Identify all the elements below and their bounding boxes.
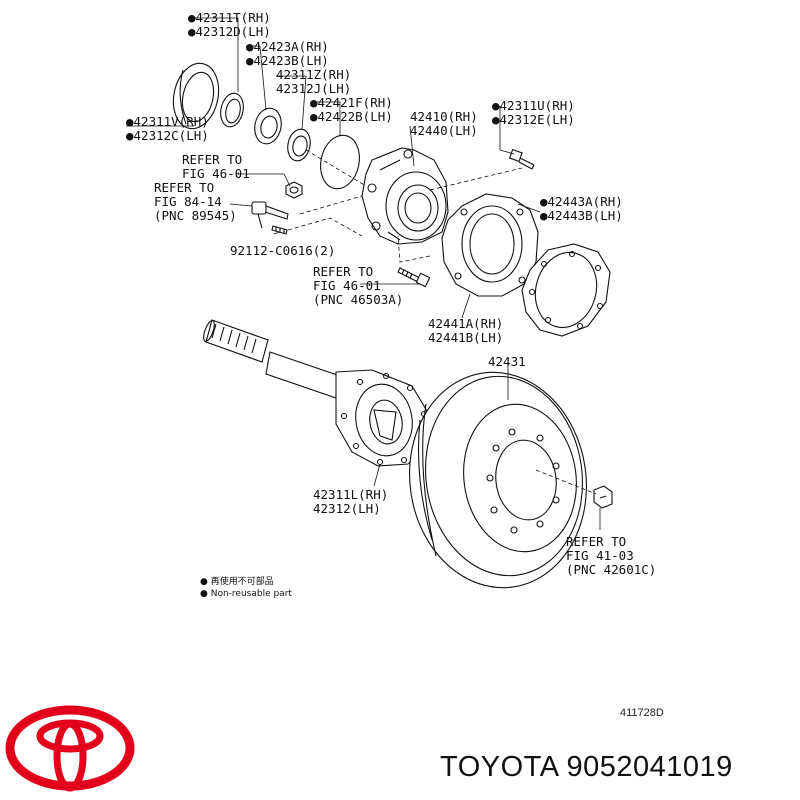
label-42443b: ●42443B(LH): [540, 208, 623, 223]
label-42410: 42410(RH): [410, 109, 478, 124]
label-42440: 42440(LH): [410, 123, 478, 138]
wheel-nut-part: [593, 485, 613, 509]
label-42422b: ●42422B(LH): [310, 109, 393, 124]
dust-cover-part: [441, 193, 539, 297]
refer-label-1a: REFER TO: [182, 152, 242, 167]
legend-english: ● Non-reusable part: [200, 589, 292, 599]
refer-label-2c: (PNC 89545): [154, 208, 237, 223]
label-42431: 42431: [488, 354, 526, 369]
refer-label-4b: FIG 41-03: [566, 548, 634, 563]
hub-bolt-part: [508, 148, 535, 170]
label-92112: 92112-C0616(2): [230, 243, 335, 258]
spacer-part: [287, 128, 311, 162]
label-42311t: ●42311T(RH): [188, 10, 271, 25]
label-42311z: 42311Z(RH): [276, 67, 351, 82]
nut-part: [285, 181, 303, 199]
label-42311v: ●42311V(RH): [126, 114, 209, 129]
label-42423a: ●42423A(RH): [246, 39, 329, 54]
label-42312: 42312(LH): [313, 501, 381, 516]
refer-label-4c: (PNC 42601C): [566, 562, 656, 577]
toyota-logo: [5, 705, 135, 792]
oil-seal-part: [172, 62, 220, 130]
small-bolt-part: [271, 225, 288, 235]
label-42421f: ●42421F(RH): [310, 95, 393, 110]
refer-label-3b: FIG 46-01: [313, 278, 381, 293]
part-number-caption: TOYOTA 9052041019: [440, 751, 733, 783]
refer-label-2a: REFER TO: [154, 180, 214, 195]
refer-label-1b: FIG 46-01: [182, 166, 250, 181]
speed-sensor-part: [251, 201, 289, 229]
legend-japanese: ● 再使用不可部品: [200, 575, 274, 587]
refer-label-3c: (PNC 46503A): [313, 292, 403, 307]
label-42312c: ●42312C(LH): [126, 128, 209, 143]
leader-lines: [126, 17, 601, 530]
label-42423b: ●42423B(LH): [246, 53, 329, 68]
label-42312d: ●42312D(LH): [188, 24, 271, 39]
label-42443a: ●42443A(RH): [540, 194, 623, 209]
refer-label-2b: FIG 84-14: [154, 194, 222, 209]
gasket-part: [521, 243, 611, 337]
label-42441b: 42441B(LH): [428, 330, 503, 345]
label-42311u: ●42311U(RH): [492, 98, 575, 113]
label-42311l: 42311L(RH): [313, 487, 388, 502]
disc-rotor-part: [409, 371, 587, 589]
label-42441a: 42441A(RH): [428, 316, 503, 331]
refer-label-4a: REFER TO: [566, 534, 626, 549]
bearing-case-part: [361, 147, 449, 245]
snap-ring-part: [220, 92, 244, 128]
refer-label-3a: REFER TO: [313, 264, 373, 279]
caliper-bolt-part: [397, 267, 431, 288]
axle-shaft-part: [203, 319, 431, 467]
diagram-code: 411728D: [620, 707, 664, 719]
label-42312e: ●42312E(LH): [492, 112, 575, 127]
o-ring-part: [320, 134, 360, 190]
label-42312j: 42312J(LH): [276, 81, 351, 96]
bearing-part: [254, 107, 282, 145]
